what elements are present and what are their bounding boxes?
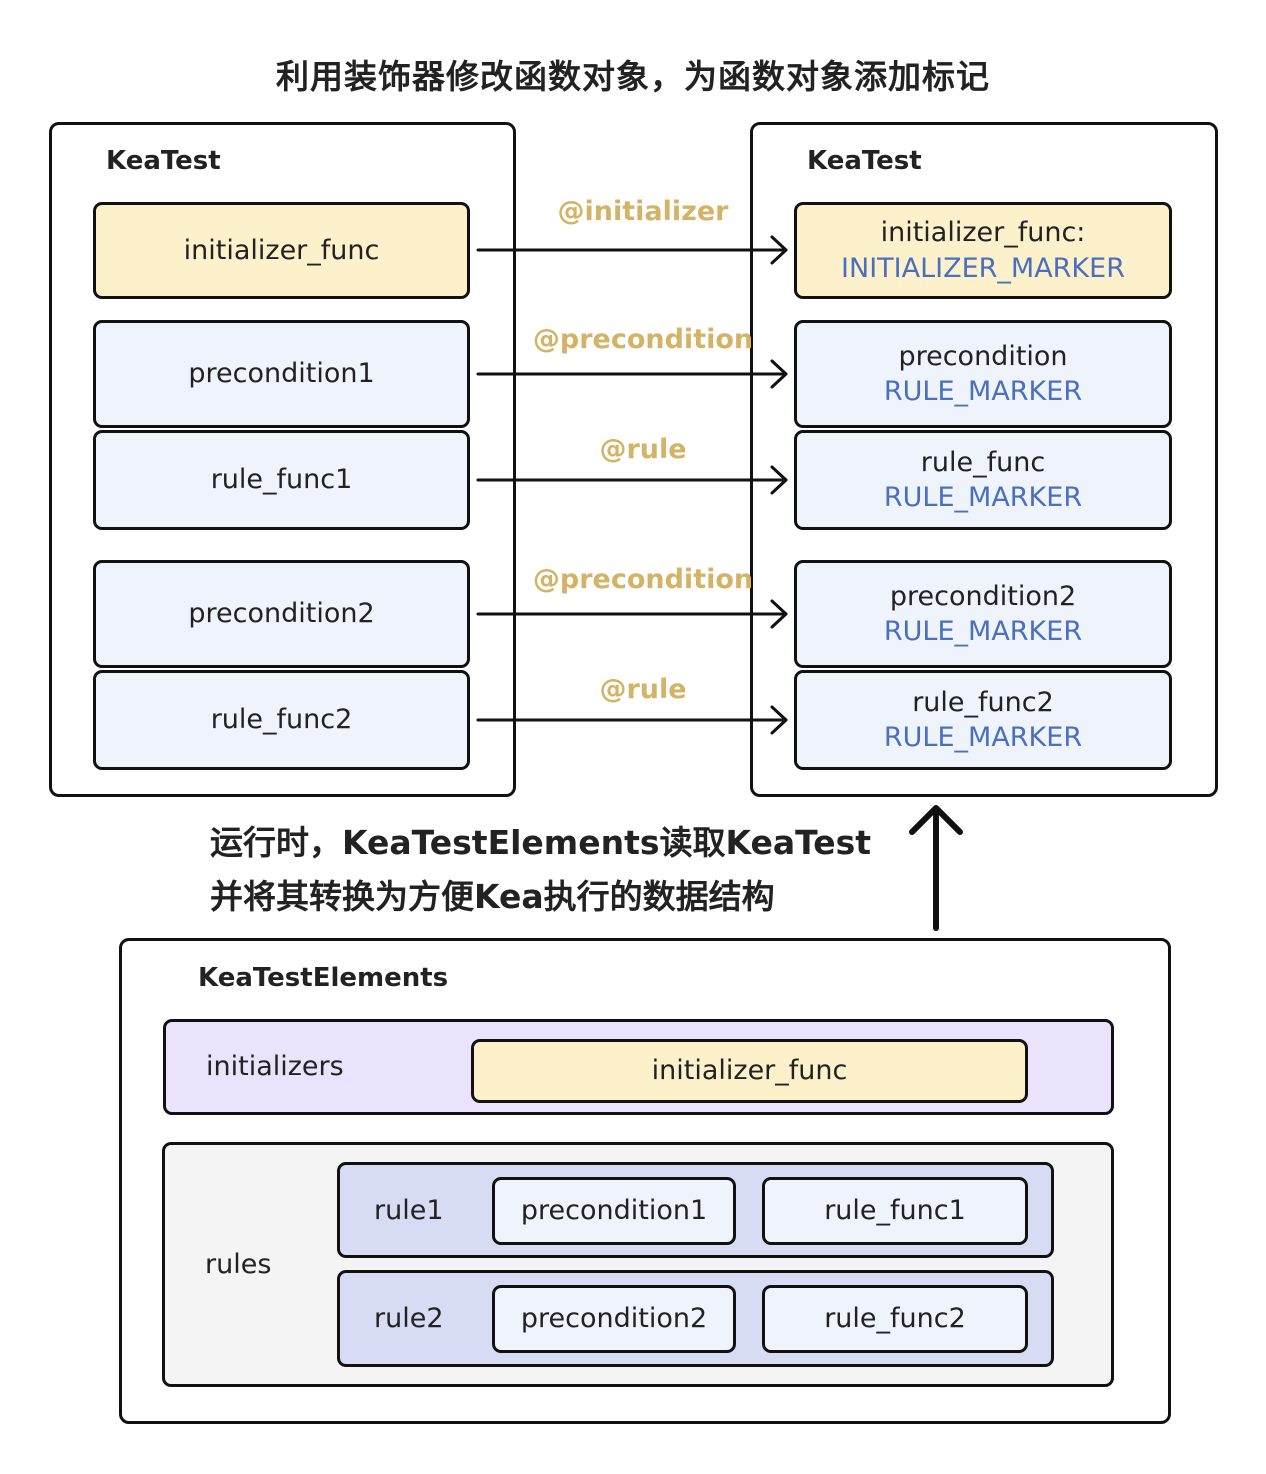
right-precondition2-box: precondition2 RULE_MARKER	[794, 560, 1172, 668]
rule1-precondition-box: precondition1	[492, 1177, 736, 1245]
left-precondition2-box: precondition2	[93, 560, 470, 668]
right-item-name: rule_func	[920, 446, 1046, 478]
decorator-label-precondition2: @precondition	[532, 564, 754, 595]
left-panel-label: KeaTest	[106, 146, 221, 176]
caption-line-1: 运行时，KeaTestElements读取KeaTest	[210, 823, 872, 862]
left-item-label: rule_func2	[210, 704, 353, 736]
rule-marker-label: RULE_MARKER	[883, 722, 1083, 753]
rule2-func-label: rule_func2	[824, 1303, 966, 1335]
decorator-label-precondition: @precondition	[532, 324, 754, 355]
left-item-label: rule_func1	[210, 464, 353, 496]
right-item-name: precondition2	[889, 580, 1077, 612]
left-precondition1-box: precondition1	[93, 320, 470, 428]
rule2-precondition-label: precondition2	[520, 1303, 708, 1335]
rule-marker-label: RULE_MARKER	[883, 616, 1083, 647]
arrowhead-up-transform	[909, 805, 963, 835]
rule2-precondition-box: precondition2	[492, 1285, 736, 1353]
left-item-label: initializer_func	[183, 234, 380, 266]
left-rule-func1-box: rule_func1	[93, 430, 470, 530]
diagram-title: 利用装饰器修改函数对象，为函数对象添加标记	[276, 57, 990, 96]
right-item-name: precondition	[898, 340, 1068, 372]
rules-label: rules	[205, 1249, 272, 1280]
right-initializer-func-box: initializer_func: INITIALIZER_MARKER	[794, 202, 1172, 299]
right-panel-label: KeaTest	[807, 146, 922, 176]
right-item-name: initializer_func:	[880, 217, 1086, 249]
decorator-label-rule: @rule	[599, 434, 687, 465]
left-initializer-func-box: initializer_func	[93, 202, 470, 299]
right-rule-func-box: rule_func RULE_MARKER	[794, 430, 1172, 530]
right-item-name: rule_func2	[912, 686, 1054, 718]
rule1-label: rule1	[374, 1195, 444, 1226]
initializers-label: initializers	[206, 1051, 344, 1082]
right-rule-func2-box: rule_func2 RULE_MARKER	[794, 670, 1172, 770]
rule1-func-box: rule_func1	[762, 1177, 1028, 1245]
rule-marker-label: RULE_MARKER	[883, 482, 1083, 513]
rule1-precondition-label: precondition1	[520, 1195, 708, 1227]
bottom-panel-label: KeaTestElements	[198, 963, 449, 993]
initializers-func-label: initializer_func	[651, 1055, 848, 1087]
rule2-label: rule2	[374, 1303, 444, 1334]
left-item-label: precondition1	[188, 358, 375, 390]
rule-marker-label: RULE_MARKER	[883, 376, 1083, 407]
right-precondition-box: precondition RULE_MARKER	[794, 320, 1172, 428]
initializers-func-box: initializer_func	[471, 1039, 1028, 1103]
rule1-func-label: rule_func1	[824, 1195, 966, 1227]
decorator-label-rule2: @rule	[599, 674, 687, 705]
initializer-marker-label: INITIALIZER_MARKER	[841, 252, 1125, 284]
decorator-label-initializer: @initializer	[557, 196, 729, 227]
rule2-func-box: rule_func2	[762, 1285, 1028, 1353]
left-item-label: precondition2	[188, 598, 375, 630]
transform-caption: 运行时，KeaTestElements读取KeaTest 并将其转换为方便Kea…	[210, 816, 871, 924]
left-rule-func2-box: rule_func2	[93, 670, 470, 770]
caption-line-2: 并将其转换为方便Kea执行的数据结构	[210, 877, 775, 916]
